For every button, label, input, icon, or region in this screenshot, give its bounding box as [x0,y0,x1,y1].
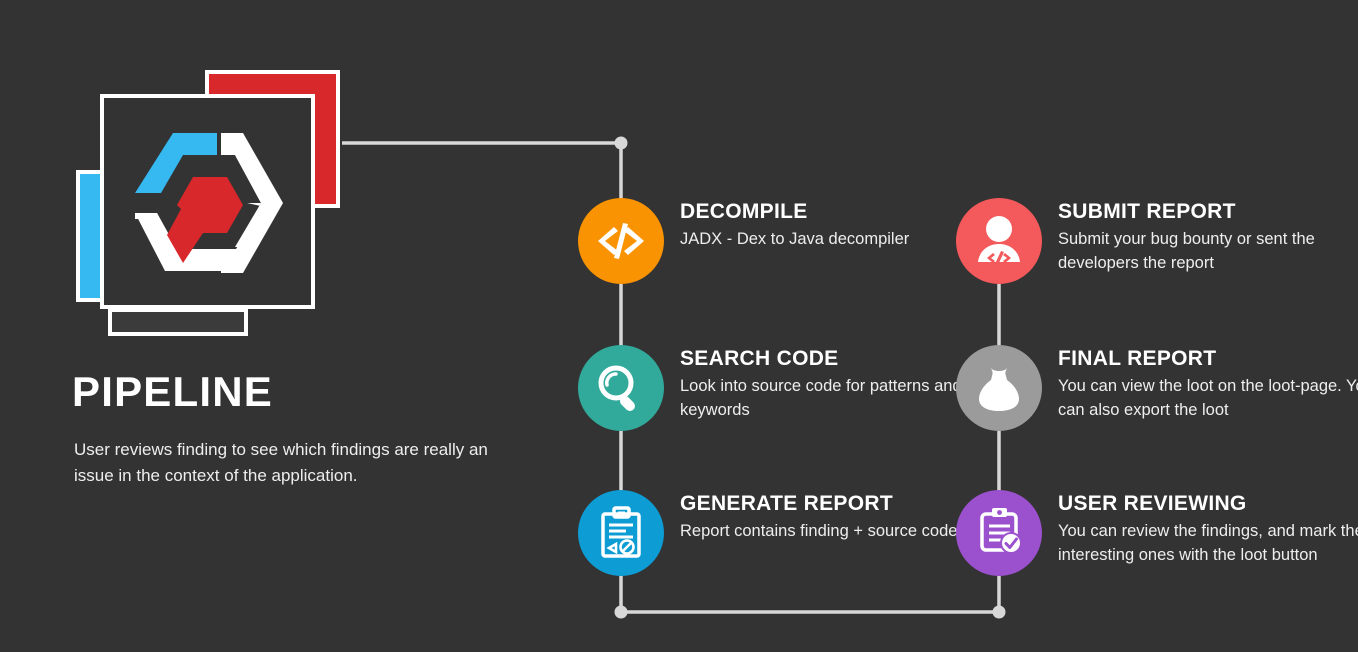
step-generate-report[interactable]: GENERATE REPORT Report contains finding … [578,490,978,586]
step-decompile[interactable]: DECOMPILE JADX - Dex to Java decompiler [578,198,978,294]
logo-card-bottom [108,308,248,336]
magnifier-icon [598,365,635,412]
step-search-code-title: SEARCH CODE [680,347,839,370]
step-generate-report-icon-circle[interactable] [578,490,664,576]
clipboard-chart-icon [601,506,641,558]
step-user-reviewing[interactable]: USER REVIEWING You can review the findin… [956,490,1358,586]
page-description: User reviews finding to see which findin… [74,440,488,485]
step-user-reviewing-desc: You can review the findings, and mark th… [1058,522,1358,564]
step-generate-report-desc: Report contains finding + source code [680,522,958,540]
step-final-report-body: FINAL REPORT You can view the loot on th… [1058,347,1358,422]
step-decompile-icon-circle[interactable] [578,198,664,284]
step-decompile-title: DECOMPILE [680,200,808,223]
step-generate-report-body: GENERATE REPORT Report contains finding … [680,492,980,543]
step-final-report-icon-circle[interactable] [956,345,1042,431]
step-user-reviewing-title: USER REVIEWING [1058,492,1247,515]
page-title: PIPELINE [72,368,273,415]
step-decompile-body: DECOMPILE JADX - Dex to Java decompiler [680,200,980,251]
step-user-reviewing-icon-circle[interactable] [956,490,1042,576]
step-final-report-title: FINAL REPORT [1058,347,1217,370]
step-submit-report-title: SUBMIT REPORT [1058,200,1236,223]
step-search-code-icon-circle[interactable] [578,345,664,431]
step-final-report-desc: You can view the loot on the loot-page. … [1058,377,1358,419]
step-submit-report-icon-circle[interactable] [956,198,1042,284]
step-user-reviewing-body: USER REVIEWING You can review the findin… [1058,492,1358,567]
step-generate-report-title: GENERATE REPORT [680,492,893,515]
step-submit-report[interactable]: SUBMIT REPORT Submit your bug bounty or … [956,198,1356,294]
step-search-code[interactable]: SEARCH CODE Look into source code for pa… [578,345,978,441]
money-bag-icon [979,367,1019,411]
step-submit-report-body: SUBMIT REPORT Submit your bug bounty or … [1058,200,1358,275]
step-decompile-desc: JADX - Dex to Java decompiler [680,230,910,248]
clipboard-check-icon [980,508,1022,554]
step-search-code-desc: Look into source code for patterns and k… [680,377,962,419]
step-submit-report-desc: Submit your bug bounty or sent the devel… [1058,230,1315,272]
step-final-report[interactable]: FINAL REPORT You can view the loot on th… [956,345,1358,441]
code-icon [598,223,644,259]
developer-person-icon [978,216,1020,265]
hexagon-logo-icon [135,133,283,273]
step-search-code-body: SEARCH CODE Look into source code for pa… [680,347,980,422]
pipeline-logo [70,60,360,350]
